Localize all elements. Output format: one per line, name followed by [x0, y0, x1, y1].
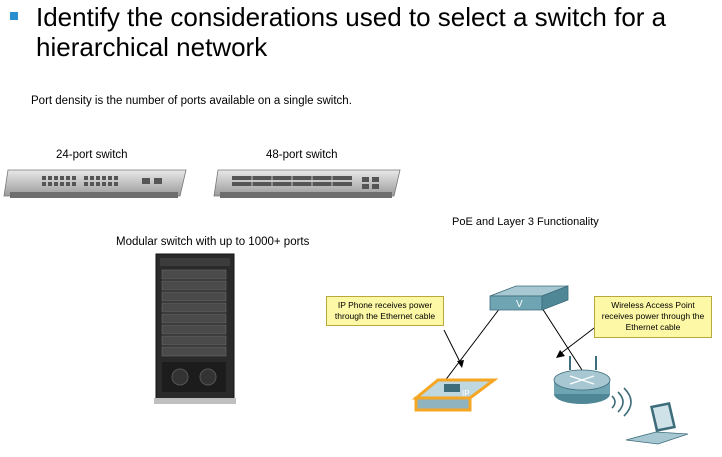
title-bullet [10, 12, 18, 20]
modular-switch-image [154, 253, 236, 404]
switch-wap-link [541, 307, 583, 371]
poe-label: PoE and Layer 3 Functionality [452, 216, 599, 228]
switch-symbol [489, 285, 569, 311]
phone-callout-arrow [443, 329, 463, 367]
switch-48-label: 48-port switch [266, 149, 338, 161]
switch-24-label: 24-port switch [56, 149, 128, 161]
switch-symbol-letter: V [516, 299, 523, 310]
wireless-access-point-icon [553, 356, 611, 404]
wap-callout: Wireless Access Point receives power thr… [594, 296, 712, 338]
switch-24-image [3, 169, 187, 198]
ip-phone-icon [411, 378, 499, 412]
phone-symbol-text: IP [462, 389, 470, 398]
wireless-waves-icon [611, 387, 632, 417]
switch-phone-link [443, 307, 501, 383]
page-title: Identify the considerations used to sele… [36, 2, 667, 62]
switch-48-image [213, 169, 401, 198]
modular-switch-label: Modular switch with up to 1000+ ports [116, 236, 310, 248]
ip-phone-callout: IP Phone receives power through the Ethe… [326, 296, 444, 326]
port-density-text: Port density is the number of ports avai… [31, 95, 352, 107]
laptop-icon [625, 402, 689, 445]
